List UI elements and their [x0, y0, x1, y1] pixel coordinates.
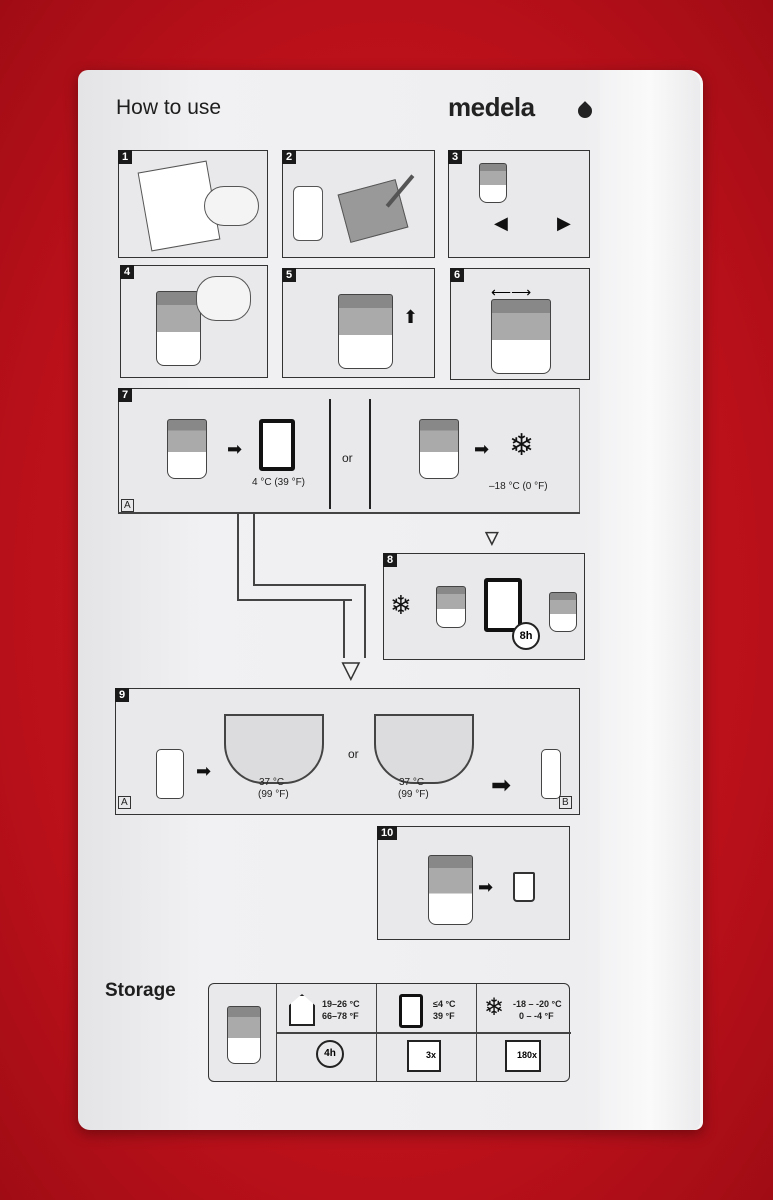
snowflake-icon: ❄ — [390, 590, 412, 620]
room-temperature-icon — [289, 994, 315, 1026]
step-number: 4 — [120, 265, 135, 279]
hand-illustration — [196, 276, 251, 321]
step-9-panel: 9 ➡ 37 °C (99 °F) or 37 °C (99 °F) ➡ A B — [115, 688, 580, 815]
warm-temp-right: 37 °C — [399, 777, 425, 788]
arrow-up-icon: ⬆ — [403, 307, 419, 327]
pouch-icon — [227, 1006, 261, 1064]
arrow-right-icon: ➡ — [478, 877, 494, 897]
frozen-pouch-icon — [436, 586, 466, 628]
storage-table: 19–26 °C 66–78 °F 4h ≤4 °C 39 °F 3x ❄ -1… — [208, 983, 571, 1082]
label-a: A — [118, 796, 131, 809]
step-number: 3 — [448, 150, 463, 164]
bottle-illustration — [293, 186, 323, 241]
label-a: A — [121, 499, 134, 512]
trash-bin-icon — [513, 872, 535, 902]
step-10-panel: 10 ➡ — [377, 826, 570, 940]
freezer-duration-calendar: 180x — [505, 1040, 541, 1072]
step-3-panel: 3 ◀ ▶ — [448, 150, 590, 258]
pouch-icon — [167, 419, 207, 479]
pouch-icon — [491, 299, 551, 374]
fridge-icon — [259, 419, 295, 471]
step-4-panel: 4 — [120, 265, 268, 378]
thaw-time-badge: 8h — [512, 622, 540, 650]
thawed-pouch-icon — [549, 592, 577, 632]
storage-title: Storage — [105, 980, 176, 1001]
how-to-use-title: How to use — [116, 96, 222, 119]
arrow-right-icon: ➡ — [196, 761, 212, 781]
step-7-panel: 7 ➡ 4 °C (39 °F) or ➡ ❄ –18 °C (0 °F) A — [118, 388, 580, 512]
or-text: or — [348, 747, 359, 761]
freezer-temp-f: 0 – -4 °F — [519, 1011, 554, 1021]
step-1-panel: 1 — [118, 150, 268, 258]
warm-temp-left-f: (99 °F) — [258, 789, 289, 800]
medela-logo: medela — [448, 92, 535, 122]
hand-illustration — [204, 186, 259, 226]
flow-arrow-down-icon: ▼ — [336, 654, 365, 685]
step-6-panel: 6 ⟵⟶ — [450, 268, 590, 380]
fridge-temp-c: ≤4 °C — [433, 999, 456, 1009]
fridge-temp-f: 39 °F — [433, 1011, 455, 1021]
step-2-panel: 2 — [282, 150, 435, 258]
step-number: 6 — [450, 268, 465, 282]
arrow-right-icon: ➡ — [491, 772, 512, 799]
pouch-icon — [338, 294, 393, 369]
seal-arrows-icon: ⟵⟶ — [491, 284, 532, 300]
bottle-icon — [541, 749, 561, 799]
step-number: 5 — [282, 268, 297, 282]
flow-arrow-down-icon: ▼ — [481, 527, 502, 549]
arrow-right-icon: ➡ — [227, 439, 243, 459]
step-number: 9 — [115, 688, 130, 702]
pouch-icon — [419, 419, 459, 479]
room-duration-badge: 4h — [316, 1040, 344, 1068]
arrow-right-icon: ➡ — [474, 439, 490, 459]
freezer-temp: –18 °C (0 °F) — [489, 481, 548, 492]
step-number: 2 — [282, 150, 297, 164]
arrow-left-icon: ◀ — [494, 213, 508, 233]
snowflake-icon: ❄ — [484, 994, 505, 1021]
fridge-duration-calendar: 3x — [407, 1040, 441, 1072]
bag-seal-strip — [600, 70, 700, 1130]
pouch-icon — [479, 163, 507, 203]
step-number: 7 — [118, 388, 133, 402]
step-5-panel: 5 ⬆ — [282, 268, 435, 378]
warming-pot-icon — [224, 714, 324, 784]
fridge-icon — [399, 994, 423, 1028]
warming-pot-icon — [374, 714, 474, 784]
arrow-right-icon: ▶ — [557, 213, 571, 233]
fridge-icon — [484, 578, 522, 632]
snowflake-icon: ❄ — [509, 429, 535, 462]
freezer-temp-c: -18 – -20 °C — [513, 999, 562, 1009]
step-number: 10 — [377, 826, 398, 840]
or-text: or — [342, 451, 353, 465]
warm-temp-right-f: (99 °F) — [398, 789, 429, 800]
step-number: 1 — [118, 150, 133, 164]
pouch-icon — [428, 855, 473, 925]
room-temp-c: 19–26 °C — [322, 999, 360, 1009]
label-b: B — [559, 796, 572, 809]
room-temp-f: 66–78 °F — [322, 1011, 359, 1021]
step-8-panel: 8 ❄ 8h — [383, 553, 585, 660]
warm-temp-left: 37 °C — [259, 777, 285, 788]
bottle-icon — [156, 749, 184, 799]
fridge-temp: 4 °C (39 °F) — [252, 477, 306, 488]
pouch-icon — [156, 291, 201, 366]
step-number: 8 — [383, 553, 398, 567]
